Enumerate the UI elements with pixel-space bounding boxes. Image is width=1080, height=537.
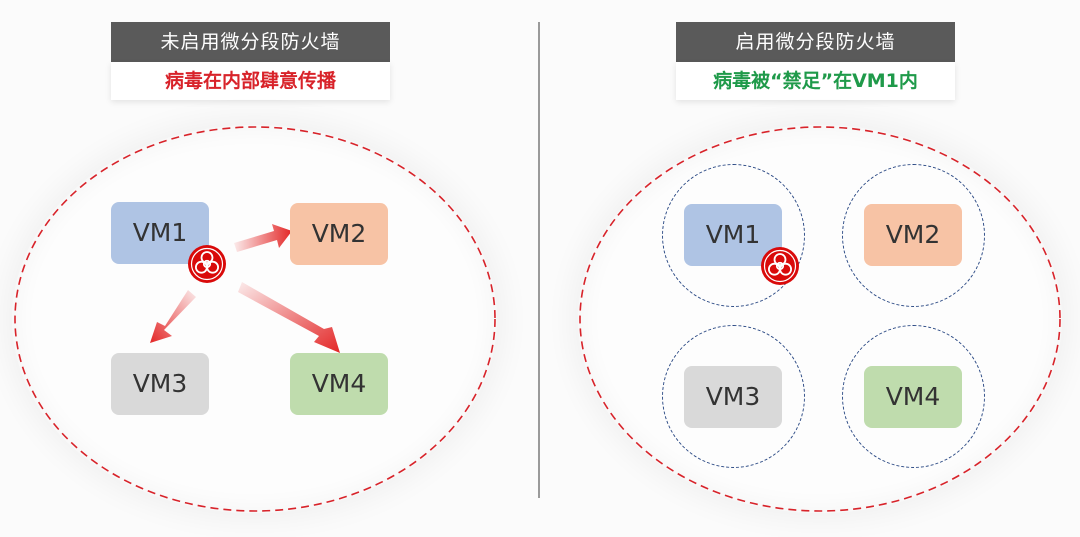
left-diagram-overlay xyxy=(14,126,496,512)
vm3-isolation-ring xyxy=(662,325,805,468)
arrow-icon xyxy=(150,290,196,343)
right-subtitle: 病毒被“禁足”在VM1内 xyxy=(676,62,955,100)
vm1-box: VM1 xyxy=(111,202,209,264)
vm2-box: VM2 xyxy=(864,204,962,266)
vm4-box: VM4 xyxy=(290,353,388,415)
panel-divider xyxy=(538,22,540,498)
left-panel: 未启用微分段防火墙 病毒在内部肆意传播 VM1 VM2 VM3 VM4 xyxy=(12,22,497,513)
arrow-icon xyxy=(234,224,292,252)
zone-boundary xyxy=(579,126,1061,512)
vm4-isolation-ring xyxy=(842,325,985,468)
network-zone xyxy=(578,125,1062,513)
biohazard-icon xyxy=(188,245,226,283)
vm3-box: VM3 xyxy=(111,353,209,415)
biohazard-icon xyxy=(761,247,799,285)
left-subtitle: 病毒在内部肆意传播 xyxy=(111,62,390,100)
right-panel: 启用微分段防火墙 病毒被“禁足”在VM1内 VM1 VM2 VM3 VM4 xyxy=(540,0,1080,537)
vm4-box: VM4 xyxy=(864,366,962,428)
right-zone-boundary xyxy=(579,126,1061,512)
vm1-isolation-ring xyxy=(662,164,805,307)
arrow-icon xyxy=(238,282,340,353)
zone-boundary xyxy=(14,126,496,512)
vm2-box: VM2 xyxy=(290,203,388,265)
left-title: 未启用微分段防火墙 xyxy=(111,22,390,62)
network-zone xyxy=(12,125,497,513)
right-title: 启用微分段防火墙 xyxy=(676,22,955,62)
vm3-box: VM3 xyxy=(684,366,782,428)
vm2-isolation-ring xyxy=(842,164,985,307)
